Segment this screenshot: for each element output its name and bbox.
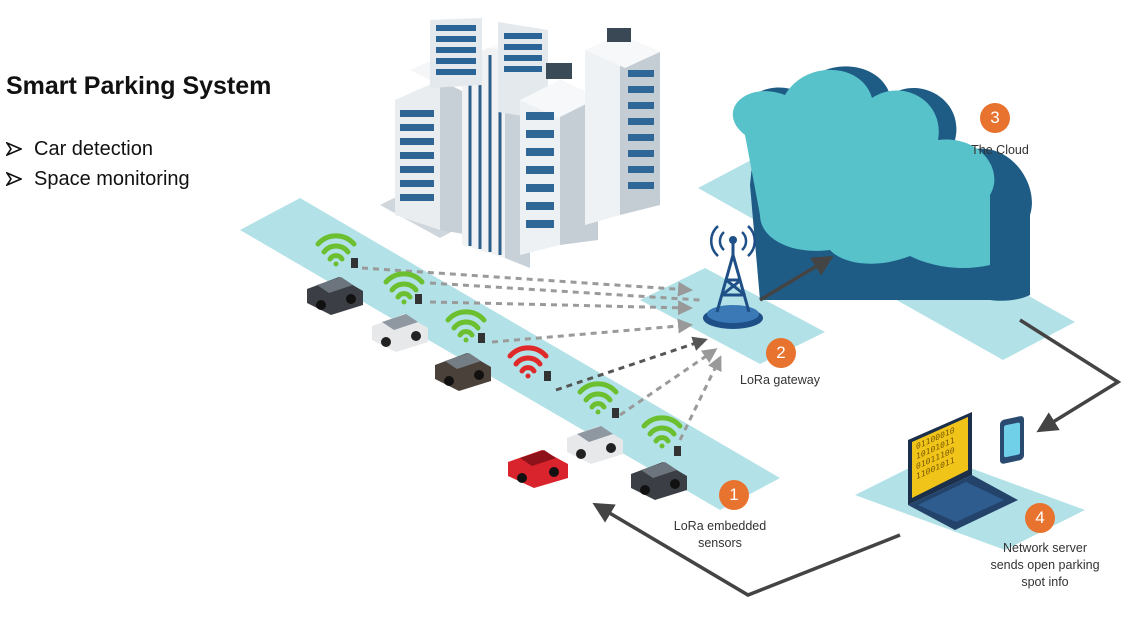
car-white-icon bbox=[567, 426, 623, 464]
flow-arrows bbox=[592, 255, 1122, 597]
sensor-icon bbox=[674, 446, 681, 456]
lora-gateway-tower bbox=[703, 225, 763, 329]
sensor-icon bbox=[415, 294, 422, 304]
step-badge-4: 4 bbox=[1025, 503, 1055, 533]
cloud-top bbox=[732, 69, 995, 269]
wifi-signal-green-icon bbox=[577, 381, 619, 415]
arrowhead-bullet-icon bbox=[6, 142, 22, 156]
phone-icon bbox=[1000, 416, 1024, 464]
sensor-icon bbox=[478, 333, 485, 343]
label-line: sends open parking bbox=[990, 558, 1100, 572]
label-line: spot info bbox=[1021, 575, 1069, 589]
step-label-2: LoRa gateway bbox=[720, 372, 840, 389]
step-label-3: The Cloud bbox=[940, 142, 1060, 159]
wifi-signal-green-icon bbox=[315, 233, 357, 267]
label-line: sensors bbox=[698, 536, 742, 550]
wifi-signal-green-icon bbox=[445, 309, 487, 343]
label-line: LoRa gateway bbox=[740, 373, 820, 387]
label-line: Network server bbox=[1002, 541, 1088, 555]
bullet-item: Space monitoring bbox=[6, 164, 190, 194]
step-label-1: LoRa embedded sensors bbox=[650, 518, 790, 552]
bullet-list: Car detection Space monitoring bbox=[6, 134, 190, 194]
wifi-signal-red-icon bbox=[507, 345, 549, 379]
step-badge-3: 3 bbox=[980, 103, 1010, 133]
car-dark-icon bbox=[631, 462, 687, 500]
sensor-icon bbox=[351, 258, 358, 268]
cars bbox=[307, 277, 687, 500]
bullet-text: Space monitoring bbox=[34, 168, 190, 190]
slide-title: Smart Parking System bbox=[6, 72, 272, 100]
wifi-signal-green-icon bbox=[383, 271, 425, 305]
car-white-icon bbox=[372, 314, 428, 352]
car-dark-icon bbox=[307, 277, 363, 315]
building-right bbox=[585, 28, 660, 225]
buildings bbox=[380, 18, 660, 268]
step-badge-1: 1 bbox=[719, 480, 749, 510]
label-line: The Cloud bbox=[971, 143, 1029, 157]
arrow-gateway-to-cloud bbox=[759, 255, 834, 302]
signal-icons bbox=[315, 233, 683, 449]
cloud bbox=[732, 66, 1032, 301]
step-badge-2: 2 bbox=[766, 338, 796, 368]
arrow-server-to-car bbox=[592, 502, 901, 597]
car-red-icon bbox=[508, 450, 568, 488]
laptop-icon bbox=[908, 412, 1018, 530]
sensor-icon bbox=[544, 371, 551, 381]
bullet-text: Car detection bbox=[34, 138, 153, 160]
step-label-4: Network server sends open parking spot i… bbox=[970, 540, 1120, 591]
label-line: LoRa embedded bbox=[673, 519, 767, 533]
arrow-cloud-to-server bbox=[1019, 318, 1122, 433]
wifi-signal-green-icon bbox=[641, 415, 683, 449]
car-dark-icon bbox=[435, 353, 491, 391]
sensor-icon bbox=[612, 408, 619, 418]
arrowhead-bullet-icon bbox=[6, 172, 22, 186]
bullet-item: Car detection bbox=[6, 134, 190, 164]
sensors bbox=[351, 258, 681, 456]
sensor-links bbox=[361, 266, 722, 441]
